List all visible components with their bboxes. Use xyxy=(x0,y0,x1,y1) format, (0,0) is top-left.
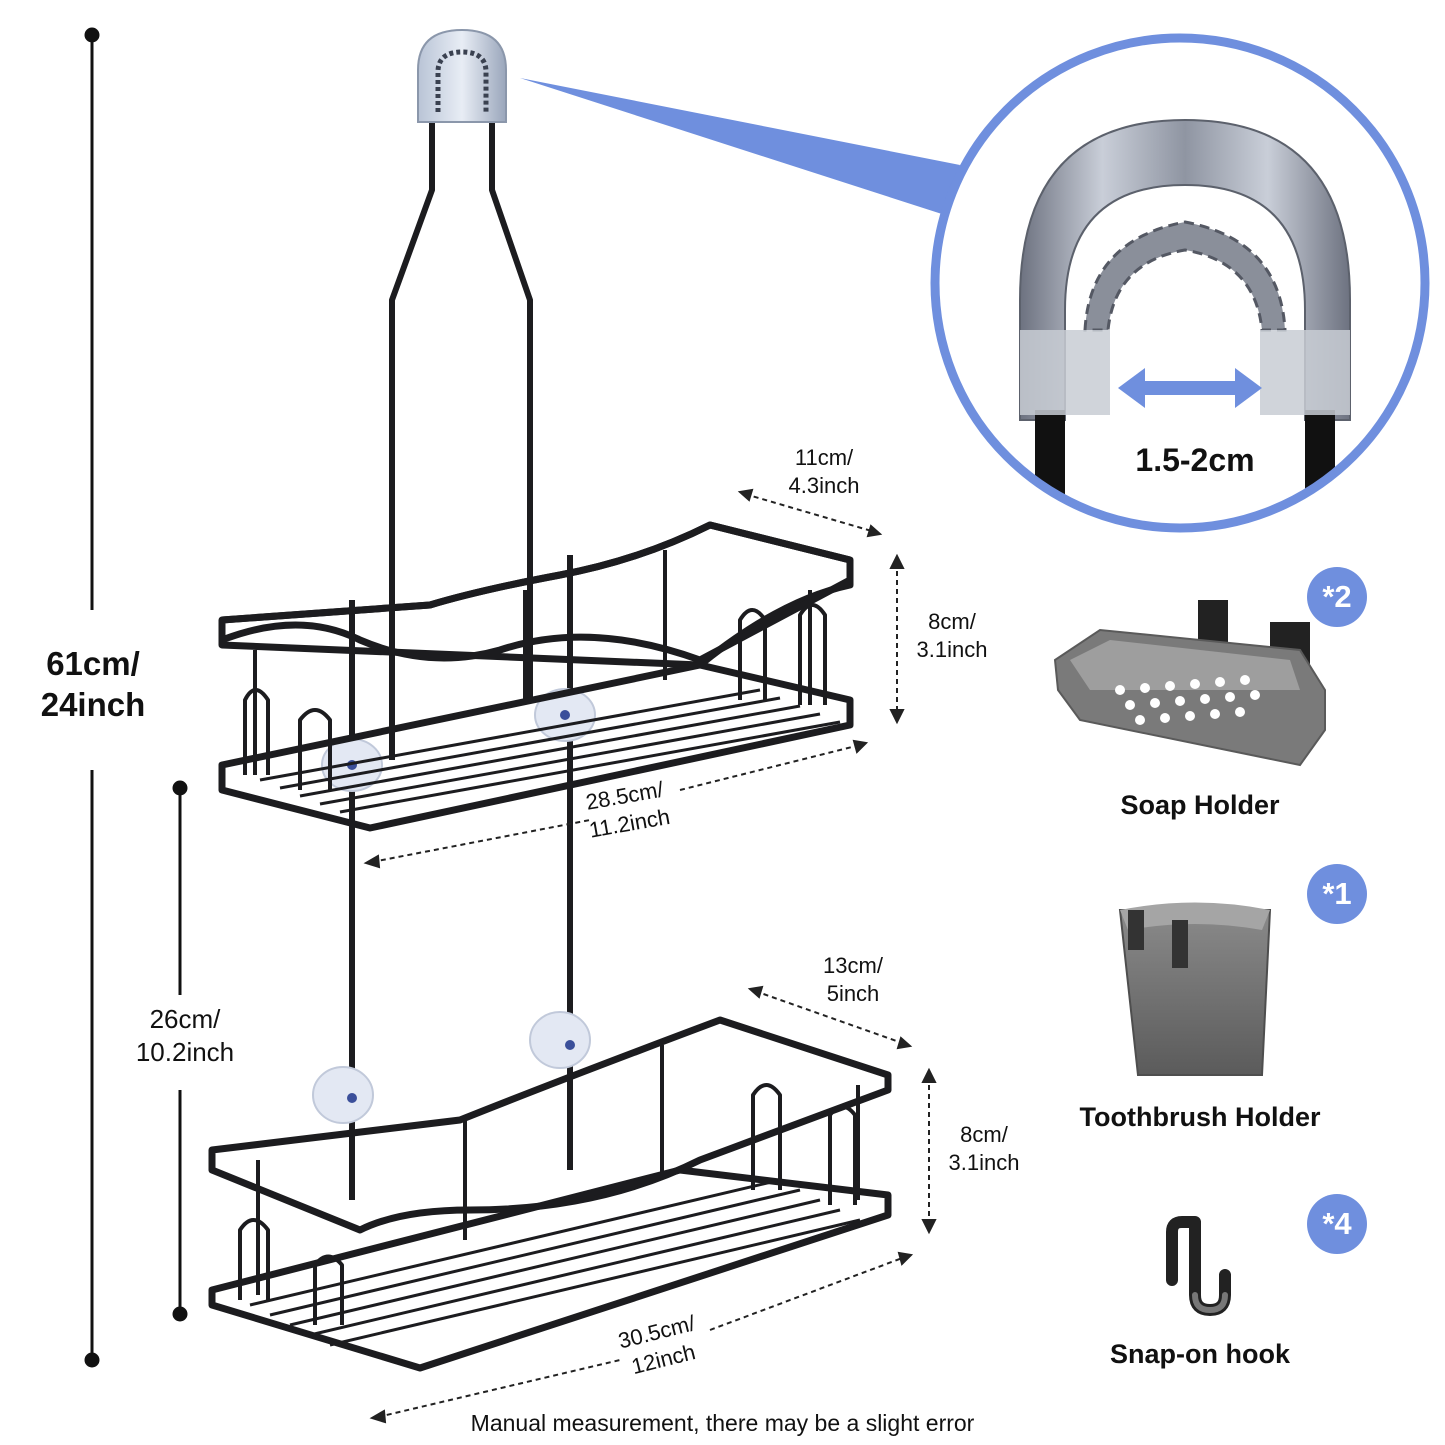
tier-spacing-label: 26cm/ 10.2inch xyxy=(135,1004,235,1067)
hook-gap-label: 1.5-2cm xyxy=(1135,442,1255,478)
bottom-depth-label: 13cm/ 5inch xyxy=(823,953,883,1006)
measurement-disclaimer: Manual measurement, there may be a sligh… xyxy=(470,1410,975,1436)
suction-cups xyxy=(312,688,596,1124)
snap-on-hook-qty-badge: *4 xyxy=(1307,1194,1367,1254)
top-height-label: 8cm/ 3.1inch xyxy=(916,609,988,662)
bottom-height-label: 8cm/ 3.1inch xyxy=(948,1122,1020,1175)
hook-gap-arrow xyxy=(1118,368,1262,408)
soap-holder-qty-badge: *2 xyxy=(1307,567,1367,627)
toothbrush-holder-icon xyxy=(1118,902,1272,1076)
toothbrush-holder-qty-badge: *1 xyxy=(1307,864,1367,924)
total-height-label: 61cm/ 24inch xyxy=(40,645,146,724)
bottom-basket xyxy=(208,1016,892,1372)
top-depth-label: 11cm/ 4.3inch xyxy=(788,445,860,498)
soap-holder-title: Soap Holder xyxy=(1120,790,1280,820)
zoom-callout-beam xyxy=(520,78,960,215)
tier-spacing-dimension-line xyxy=(172,780,188,1322)
snap-on-hook-icon xyxy=(1166,1216,1231,1316)
dimension-arrows xyxy=(363,488,937,1424)
hook-zoom-circle xyxy=(930,33,1430,533)
total-height-dimension-line xyxy=(84,27,100,1368)
top-basket xyxy=(218,521,854,832)
snap-on-hook-title: Snap-on hook xyxy=(1110,1339,1290,1369)
hook-cap xyxy=(417,28,507,123)
toothbrush-holder-title: Toothbrush Holder xyxy=(1079,1102,1321,1132)
soap-holder-icon xyxy=(1053,600,1326,767)
